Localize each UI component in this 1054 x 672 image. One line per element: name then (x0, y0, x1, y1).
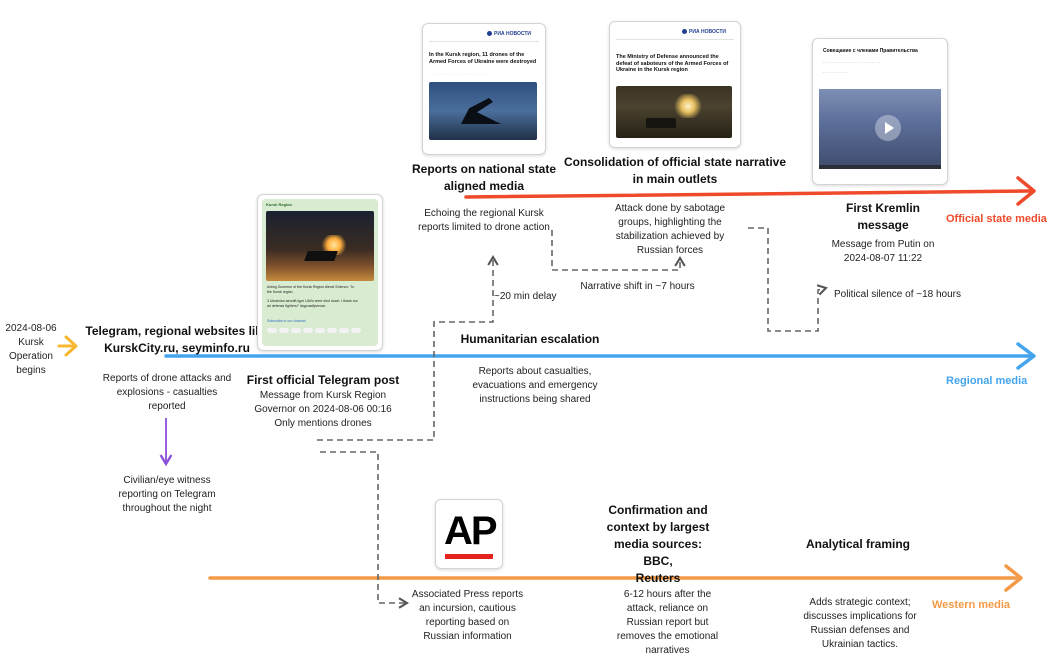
regional-origin-title: Telegram, regional websites like KurskCi… (85, 324, 269, 355)
consolidation-title: Consolidation of official state narrativ… (563, 155, 787, 186)
regional-lane-label: Regional media (946, 375, 1028, 387)
regional-lane (164, 342, 1036, 370)
blast-flash (674, 94, 702, 118)
kremlin-title: First Kremlin message (845, 201, 920, 232)
launcher-silhouette (304, 251, 338, 261)
start-line-3: Operation (9, 351, 53, 362)
ap-logo: AP (444, 509, 498, 553)
national-media-card: РИА НОВОСТИ In the Kursk region, 11 dron… (422, 23, 546, 155)
video-progress-bar[interactable] (819, 165, 941, 169)
witness-description: Civilian/eye witness reporting on Telegr… (118, 475, 216, 514)
telegram-to-ap-connector (320, 451, 410, 609)
regional-origin-description: Reports of drone attacks and explosions … (102, 373, 232, 412)
telegram-text-4: air defense fighters!" #курскийрегион (267, 304, 326, 308)
ap-logo-card: AP (435, 499, 503, 569)
telegram-subscribe-link[interactable]: Subscribe to our channel (267, 319, 306, 323)
telegram-post-description: Message from Kursk Region Governor on 20… (254, 390, 392, 429)
kremlin-description: Message from Putin on 2024-08-07 11:22 (831, 239, 935, 264)
ria-logo-2: РИА НОВОСТИ (682, 29, 726, 35)
national-media-title: Reports on national state aligned media (411, 162, 557, 193)
official-lane-label: Official state media (946, 213, 1047, 225)
play-icon[interactable] (875, 115, 901, 141)
telegram-text-2: the Kursk region, (267, 290, 294, 294)
western-lane-label: Western media (932, 599, 1011, 611)
kremlin-card-title: Совещание с членами Правительства (823, 48, 918, 54)
start-line-4: begins (16, 365, 46, 376)
official-lane (464, 176, 1036, 206)
telegram-reactions (267, 328, 361, 333)
political-silence-note: Political silence of ~18 hours (833, 289, 962, 300)
ria-logo: РИА НОВОСТИ (487, 31, 531, 37)
consolidation-photo (616, 86, 732, 138)
consolidation-card: РИА НОВОСТИ The Ministry of Defense anno… (609, 21, 741, 148)
kremlin-card: Совещание с членами Правительства · · · … (812, 38, 948, 185)
delay-note: ~20 min delay (494, 291, 557, 302)
ap-description: Associated Press reports an incursion, c… (411, 589, 524, 642)
national-media-photo (429, 82, 537, 140)
vehicle-silhouette (646, 118, 676, 128)
national-media-description: Echoing the regional Kursk reports limit… (418, 208, 550, 233)
kremlin-video[interactable] (819, 89, 941, 169)
start-line-1: 2024-08-06 (5, 323, 57, 334)
system-silhouette (461, 98, 501, 124)
confirmation-title: Confirmation and context by largest medi… (606, 503, 710, 585)
telegram-text-3: 3 Ukrainian aircraft-type UAVs were shot… (267, 299, 358, 303)
national-media-headline: In the Kursk region, 11 drones of the Ar… (429, 52, 537, 65)
narrative-shift-note: Narrative shift in ~7 hours (580, 281, 695, 292)
consolidation-description: Attack done by sabotage groups, highligh… (614, 203, 726, 256)
telegram-post-card: Kursk Region Acting Governor of the Kurs… (257, 194, 383, 351)
start-label: 2024-08-06 Kursk Operation begins (2, 322, 60, 378)
confirmation-description: 6-12 hours after the attack, reliance on… (616, 589, 719, 656)
telegram-to-national-connector (317, 254, 499, 441)
telegram-text-1: Acting Governor of the Kursk Region Alex… (267, 285, 355, 289)
ap-logo-bar (445, 554, 493, 559)
consolidation-to-kremlin-connector (748, 227, 828, 332)
consolidation-headline: The Ministry of Defense announced the de… (616, 54, 729, 73)
humanitarian-description: Reports about casualties, evacuations an… (472, 366, 598, 405)
analytical-title: Analytical framing (805, 537, 911, 551)
humanitarian-title: Humanitarian escalation (460, 332, 600, 346)
telegram-channel-name: Kursk Region (266, 202, 293, 207)
national-to-consolidation-connector (551, 230, 686, 271)
launch-flash (321, 235, 347, 255)
western-lane (208, 564, 1023, 592)
telegram-photo (266, 211, 374, 281)
telegram-post-title: First official Telegram post (246, 373, 400, 387)
start-arrow (57, 335, 78, 357)
analytical-description: Adds strategic context; discusses implic… (803, 597, 917, 650)
start-line-2: Kursk (18, 337, 44, 348)
